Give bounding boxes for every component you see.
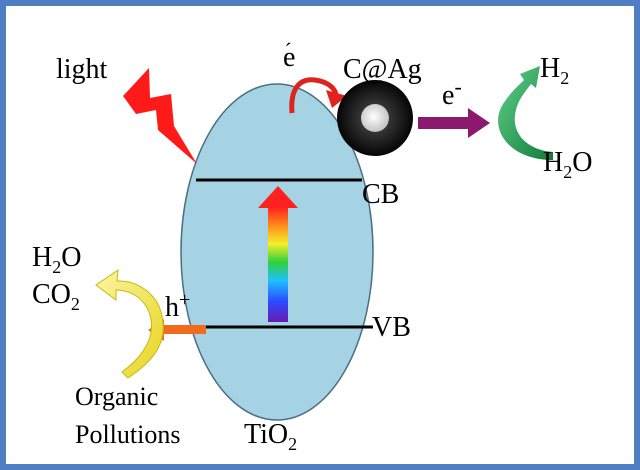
cocatalyst-label: C@Ag — [343, 54, 422, 85]
water-label-left: H2O — [32, 242, 81, 277]
oxidation-arrow — [95, 268, 164, 379]
light-label: light — [56, 54, 108, 85]
co2-label: CO2 — [32, 279, 80, 314]
vb-label: VB — [372, 312, 411, 343]
lightning-bolt-icon — [123, 68, 197, 164]
hydrogen-label: H2 — [540, 53, 569, 88]
purple-electron-arrow — [418, 108, 490, 138]
hole-label: h+ — [165, 289, 190, 323]
electron-transfer-arrow — [289, 77, 347, 114]
spectrum-arrow-icon — [258, 186, 298, 322]
electron-label-top: eˊ — [283, 38, 295, 73]
organic-label: Organic — [75, 382, 158, 411]
cb-label: CB — [362, 179, 399, 210]
water-reduction-arrow — [498, 66, 553, 160]
tio2-label: TiO2 — [244, 419, 297, 454]
pollutions-label: Pollutions — [75, 420, 180, 449]
electron-label-right: e- — [442, 74, 462, 111]
water-label-right: H2O — [543, 147, 592, 182]
silver-ring-icon — [337, 80, 413, 156]
